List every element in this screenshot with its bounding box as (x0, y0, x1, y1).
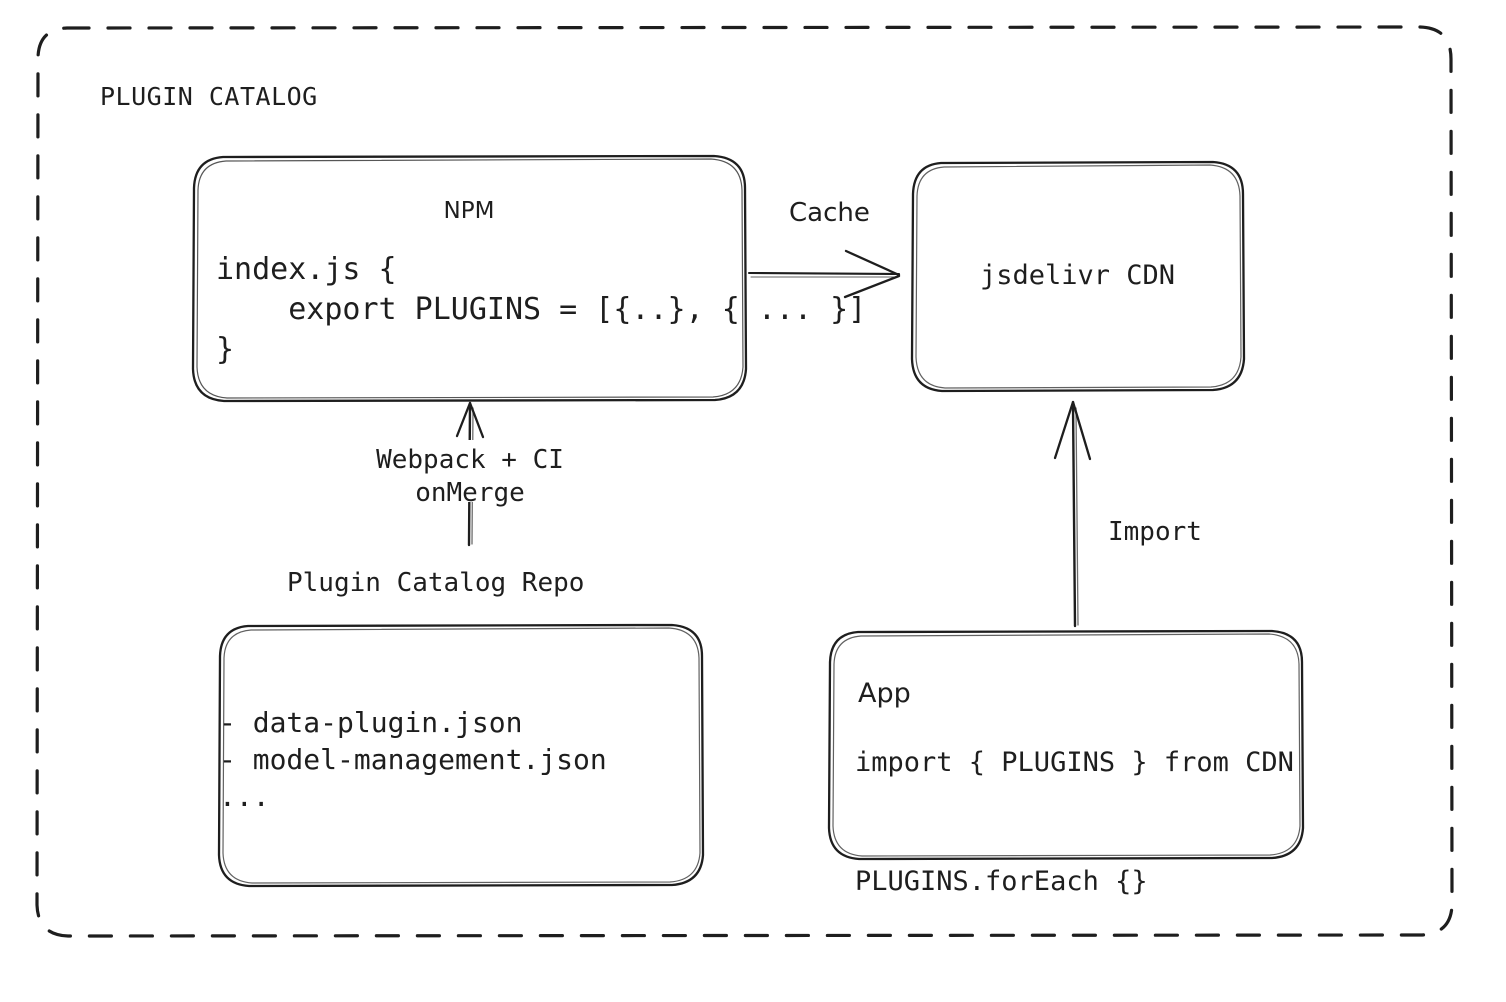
edge-label-webpack-ci: Webpack + CI onMerge (376, 445, 564, 509)
app-node-label: App (858, 678, 911, 709)
edge-label-cache: Cache (789, 198, 870, 228)
npm-node-code: index.js { export PLUGINS = [{..}, { ...… (216, 252, 867, 367)
app-node-code: import { PLUGINS } from CDN PLUGINS.forE… (855, 747, 1294, 897)
repo-node-caption: Plugin Catalog Repo (287, 568, 585, 598)
edge-label-import: Import (1108, 517, 1202, 547)
edge-app-to-cdn (1053, 400, 1092, 628)
page-title: PLUGIN CATALOG (100, 82, 318, 111)
cdn-node-label: jsdelivr CDN (979, 260, 1176, 291)
npm-node-label: NPM (443, 198, 495, 224)
repo-node-file-list: - data-plugin.json - model-management.js… (219, 706, 607, 813)
